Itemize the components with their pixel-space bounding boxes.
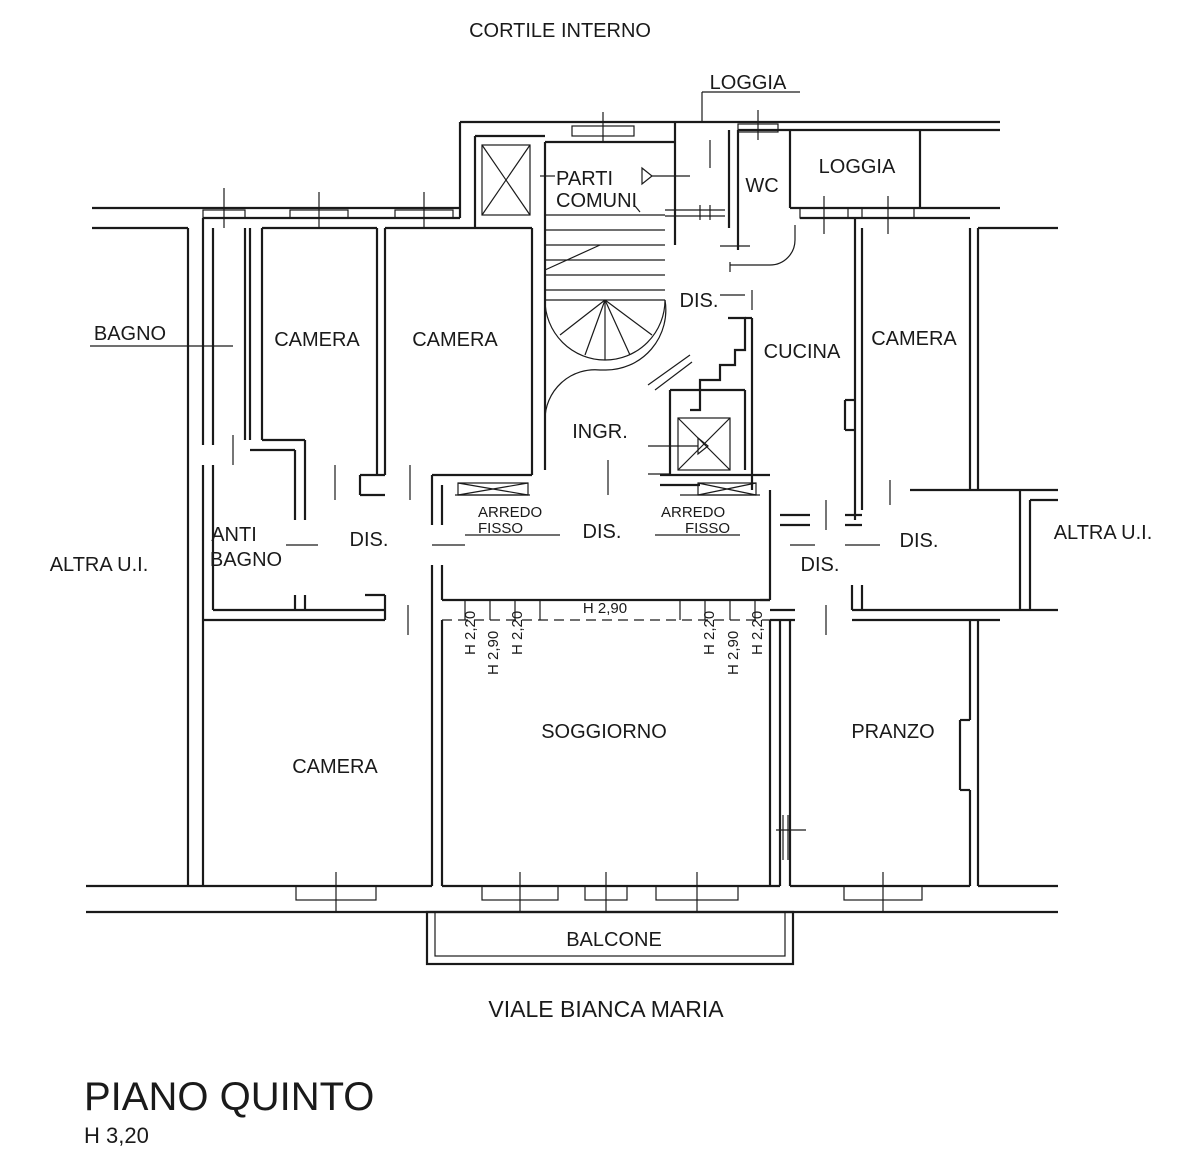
height-main-label: H 2,90 <box>583 600 627 617</box>
loggia-right-label: LOGGIA <box>819 156 896 178</box>
floor-title: PIANO QUINTO <box>84 1075 374 1119</box>
bagno-label: BAGNO <box>94 323 166 345</box>
arredo-right-label-1: ARREDO <box>661 504 725 521</box>
dis-right-a-label: DIS. <box>801 554 840 576</box>
camera-4-label: CAMERA <box>292 756 378 778</box>
dis-stair-label: DIS. <box>680 290 719 312</box>
loggia-top-label: LOGGIA <box>710 72 787 94</box>
door-marks <box>232 140 891 860</box>
arredo-left-label-2: FISSO <box>478 520 523 537</box>
height-left-3: H 2,20 <box>509 611 526 655</box>
height-right-3: H 2,20 <box>749 611 766 655</box>
dis-center-label: DIS. <box>583 521 622 543</box>
height-right-1: H 2,20 <box>701 611 718 655</box>
street-label: VIALE BIANCA MARIA <box>488 996 724 1022</box>
height-right-2: H 2,90 <box>725 631 742 675</box>
cucina-label: CUCINA <box>764 341 841 363</box>
arredo-right-label-2: FISSO <box>685 520 730 537</box>
label-leaders <box>90 91 800 347</box>
walls <box>86 120 1058 914</box>
dis-left-label: DIS. <box>350 529 389 551</box>
pranzo-label: PRANZO <box>851 721 934 743</box>
staircase <box>481 144 731 471</box>
height-left-2: H 2,90 <box>485 631 502 675</box>
arredo-left-label-1: ARREDO <box>478 504 542 521</box>
windows <box>202 110 923 912</box>
courtyard-label: CORTILE INTERNO <box>469 20 651 42</box>
ingresso-label: INGR. <box>572 421 628 443</box>
altra-ui-left-label: ALTRA U.I. <box>50 554 149 576</box>
soggiorno-label: SOGGIORNO <box>541 721 667 743</box>
dis-right-b-label: DIS. <box>900 530 939 552</box>
anti-bagno-label-1: ANTI <box>211 524 257 546</box>
camera-3-label: CAMERA <box>871 328 957 350</box>
camera-2-label: CAMERA <box>412 329 498 351</box>
altra-ui-right-label: ALTRA U.I. <box>1054 522 1153 544</box>
parti-comuni-label-1: PARTI <box>556 168 613 190</box>
balcone-label: BALCONE <box>566 929 662 951</box>
anti-bagno-label-2: BAGNO <box>210 549 282 571</box>
balcony-outline <box>425 910 795 966</box>
wc-label: WC <box>745 175 778 197</box>
camera-1-label: CAMERA <box>274 329 360 351</box>
floor-height: H 3,20 <box>84 1123 149 1148</box>
parti-comuni-label-2: COMUNI <box>556 190 637 212</box>
fixed-furniture <box>457 482 757 496</box>
height-left-1: H 2,20 <box>462 611 479 655</box>
height-markers <box>464 600 756 620</box>
